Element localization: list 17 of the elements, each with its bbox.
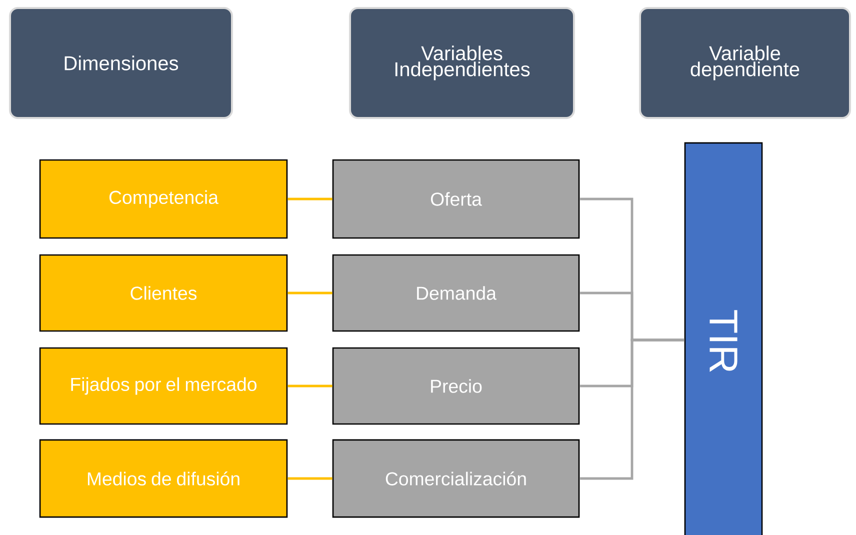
dimension-box: Clientes — [39, 254, 288, 332]
dimension-box: Medios de difusión — [39, 439, 288, 518]
connector-line — [288, 477, 332, 480]
head-box: Variables Independientes — [349, 7, 575, 119]
dependent-variable-bar: TIR — [684, 142, 763, 535]
connector-line — [288, 198, 332, 200]
head-box: Dimensiones — [9, 7, 233, 119]
connector-line — [288, 384, 332, 388]
connector-line — [580, 338, 684, 480]
variable-box: Precio — [332, 347, 580, 425]
dimension-box: Competencia — [39, 159, 288, 239]
dimension-box: Fijados por el mercado — [39, 347, 288, 425]
variable-box: Comercialización — [332, 439, 580, 518]
variable-box: Demanda — [332, 254, 580, 332]
variable-box: Oferta — [332, 159, 580, 239]
connector-line — [288, 292, 332, 294]
head-box: Variable dependiente — [639, 7, 851, 119]
